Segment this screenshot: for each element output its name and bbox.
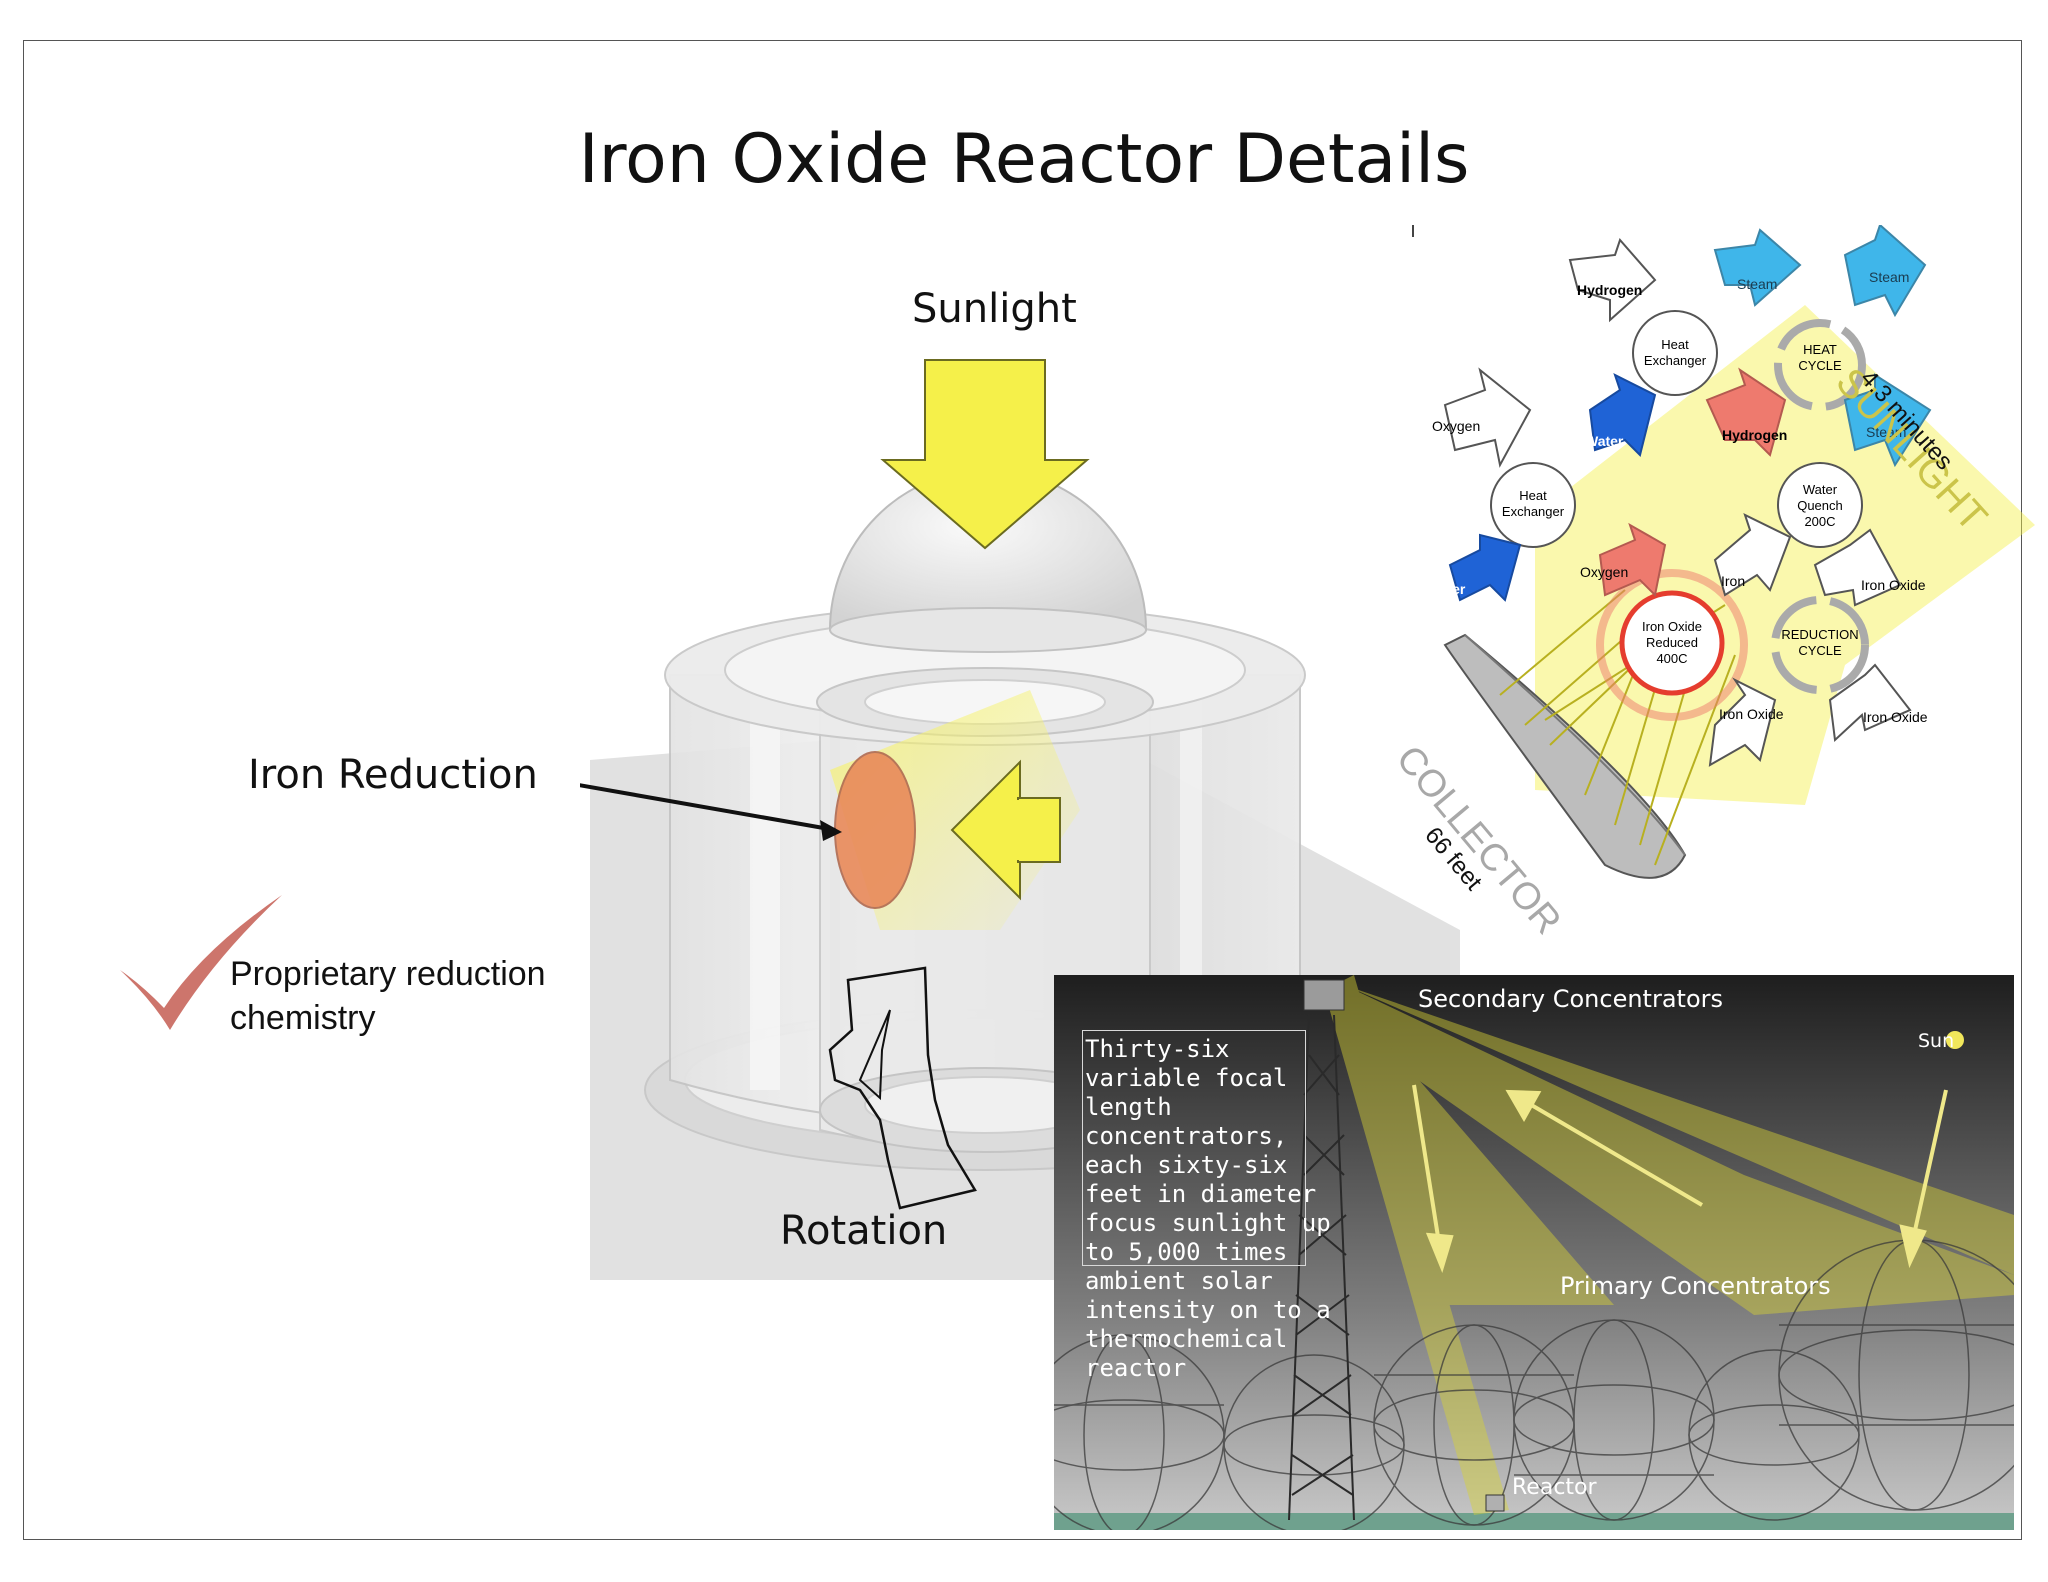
description-box — [1082, 1030, 1306, 1266]
iron-oxide-1-label: Iron Oxide — [1861, 577, 1926, 593]
node-text: 200C — [1804, 514, 1836, 529]
iron-reduction-pointer — [580, 783, 836, 832]
heat-exchanger-left-node — [1490, 462, 1576, 548]
iron-oxide-glow — [1596, 569, 1748, 721]
iron-oxide-reduced-text: Iron Oxide Reduced 400C — [1632, 619, 1712, 667]
node-text: CYCLE — [1798, 643, 1842, 658]
rotation-arrow — [828, 966, 977, 1210]
slide-title: Iron Oxide Reactor Details — [578, 120, 1470, 199]
reduction-cycle-text: REDUCTION CYCLE — [1770, 627, 1870, 659]
note-line-2: chemistry — [230, 999, 376, 1037]
heat-exchanger-top-node — [1632, 310, 1718, 396]
node-text: Heat — [1519, 488, 1547, 503]
sunlight-arrow — [880, 359, 1090, 550]
water-2-label: Water — [1427, 581, 1466, 597]
water-2-arrow — [1448, 533, 1522, 602]
concentrator-photo — [1054, 975, 2014, 1530]
node-text: Reduced — [1645, 635, 1699, 650]
primary-concentrators-label: Primary Concentrators — [1560, 1272, 1831, 1300]
secondary-concentrators-label: Secondary Concentrators — [1418, 985, 1724, 1013]
description-line: concentrators, — [1085, 1122, 1288, 1150]
oxygen-red-label: Oxygen — [1580, 564, 1629, 580]
check-icon — [120, 895, 282, 1030]
hydrogen-red-arrow — [1705, 367, 1787, 457]
description-line: intensity on to a — [1085, 1296, 1331, 1324]
steam-2-label: Steam — [1869, 269, 1910, 285]
rotation-label: Rotation — [780, 1208, 948, 1254]
iron-oxide-node — [1619, 590, 1725, 696]
node-text: 400C — [1656, 651, 1688, 666]
description-line: reactor — [1085, 1354, 1187, 1382]
steam-3-arrow — [1843, 373, 1932, 468]
sun-label: Sun — [1918, 1030, 1955, 1052]
hydrogen-top-label: Hydrogen — [1577, 282, 1643, 298]
steam-2-arrow — [1843, 225, 1927, 318]
sun-icon — [1946, 1031, 1964, 1049]
node-text: CYCLE — [1798, 358, 1842, 373]
reactor-label: Reactor — [1512, 1475, 1597, 1500]
primary-concentrator-spheres — [1054, 1239, 2014, 1530]
reduction-cycle-ring — [1771, 596, 1869, 694]
cycle-diagram — [1412, 225, 2035, 879]
iron-oxide-2-label: Iron Oxide — [1719, 706, 1784, 722]
description-line: focus sunlight up — [1085, 1209, 1331, 1237]
node-text: Heat — [1661, 337, 1689, 352]
steam-1-arrow — [1713, 228, 1802, 307]
iron-oxide-3-label: Iron Oxide — [1863, 709, 1928, 725]
node-text: Iron Oxide — [1642, 619, 1702, 634]
node-text: HEAT — [1803, 342, 1837, 357]
steam-3-label: Steam — [1866, 424, 1907, 440]
iron-label: Iron — [1721, 573, 1746, 589]
oxygen-left-label: Oxygen — [1432, 418, 1481, 434]
water-1-arrow — [1588, 373, 1657, 457]
reactor-box — [1485, 1494, 1505, 1512]
description-line: ambient solar — [1085, 1267, 1273, 1295]
sunlight-label: Sunlight — [912, 286, 1077, 332]
heat-exchanger-top-text: Heat Exchanger — [1635, 337, 1715, 369]
node-text: Exchanger — [1501, 504, 1565, 519]
description-line: feet in diameter — [1085, 1180, 1317, 1208]
reduction-zone — [834, 751, 916, 909]
description-line: each sixty-six — [1085, 1151, 1288, 1179]
heat-exchanger-left-text: Heat Exchanger — [1493, 488, 1573, 520]
iron-oxide-2-arrow — [1708, 677, 1777, 767]
water-quench-node — [1777, 462, 1863, 548]
sunlight-arrows — [1412, 1084, 1948, 1274]
water-1-label: Water — [1585, 433, 1624, 449]
node-text: Quench — [1797, 498, 1843, 513]
water-quench-text: Water Quench 200C — [1780, 482, 1860, 530]
iron-reduction-label: Iron Reduction — [248, 752, 538, 798]
description-line: variable focal — [1085, 1064, 1288, 1092]
oxygen-red-arrow — [1598, 522, 1667, 598]
hydrogen-top-arrow — [1568, 238, 1657, 323]
description-line: to 5,000 times — [1085, 1238, 1288, 1266]
description-line: length — [1085, 1093, 1172, 1121]
heat-cycle-text: HEAT CYCLE — [1780, 342, 1860, 374]
steam-1-label: Steam — [1737, 276, 1778, 292]
iron-oxide-1-arrow — [1813, 528, 1902, 607]
node-text: Water — [1802, 482, 1838, 497]
description-line: Thirty-six — [1085, 1035, 1230, 1063]
node-text: Exchanger — [1643, 353, 1707, 368]
note-line-1: Proprietary reduction — [230, 955, 546, 993]
iron-oxide-3-arrow — [1828, 663, 1912, 743]
node-text: REDUCTION — [1781, 627, 1859, 642]
description-line: thermochemical — [1085, 1325, 1288, 1353]
oxygen-left-arrow — [1443, 367, 1532, 468]
iron-arrow — [1713, 513, 1792, 597]
note-text: Proprietary reduction chemistry — [230, 952, 546, 1040]
light-beams — [1324, 975, 2014, 1515]
side-yellow-arrow — [950, 759, 1061, 901]
heat-cycle-ring — [1774, 319, 1866, 411]
hydrogen-red-label: Hydrogen — [1722, 427, 1788, 443]
collector-dish — [1443, 633, 1687, 879]
secondary-concentrator-housing — [1303, 979, 1345, 1011]
